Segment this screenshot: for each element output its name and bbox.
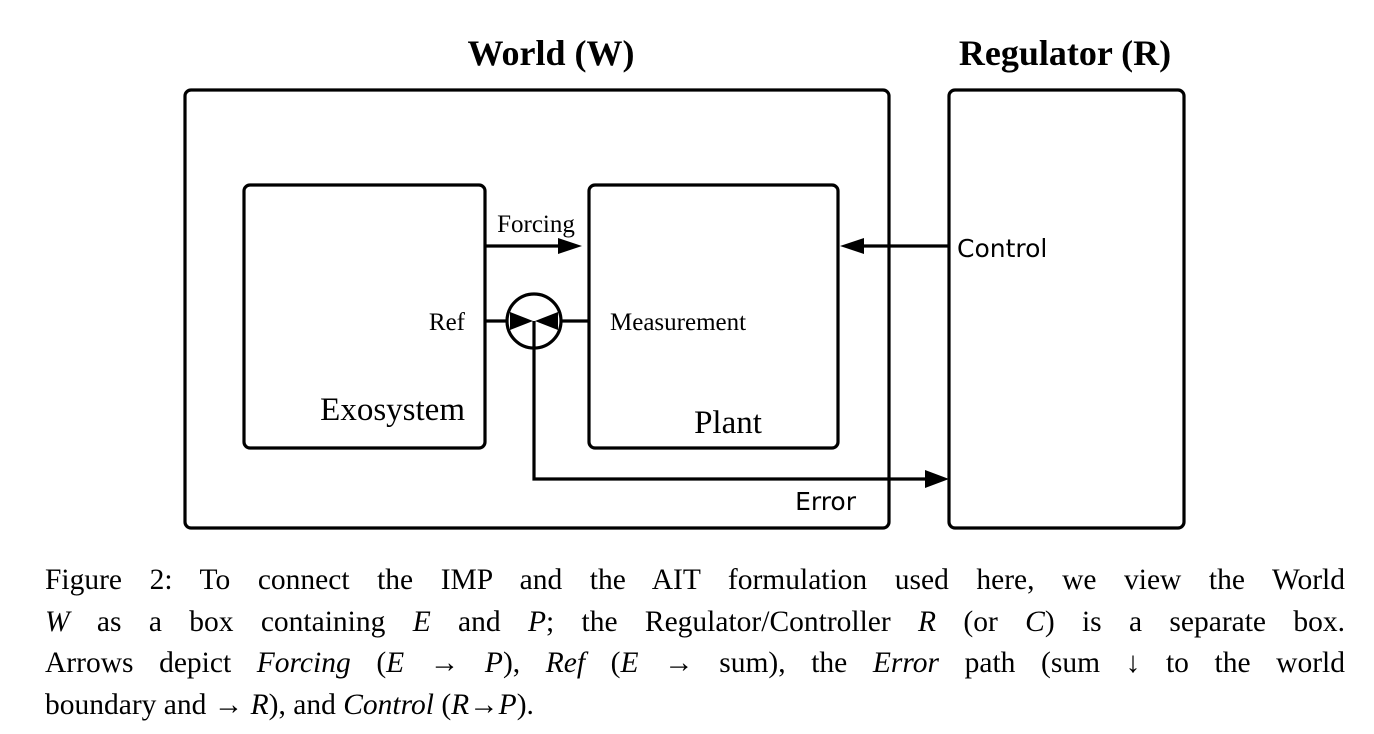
caption-text: ).: [516, 688, 534, 721]
caption-math: C: [1025, 605, 1045, 638]
caption-math: Forcing: [256, 647, 351, 679]
figure-caption: Figure 2: To connect the IMP and the AIT…: [45, 560, 1345, 726]
caption-math: Error: [872, 647, 940, 679]
caption-math: P: [498, 688, 517, 721]
plant-label: Plant: [694, 405, 762, 441]
ref-label: Ref: [429, 309, 466, 336]
caption-math: E: [412, 605, 431, 638]
caption-text: (: [350, 647, 387, 679]
world-title: World (W): [468, 33, 635, 73]
caption-math: Control: [343, 688, 434, 721]
caption-line: W as a box containing E and P; the Regul…: [45, 602, 1345, 644]
ref-arrow: [486, 312, 533, 330]
caption-text: → sum), the: [638, 647, 873, 679]
caption-line: Arrows depict Forcing (E → P), Ref (E → …: [45, 643, 1345, 685]
error-arrow: [532, 321, 949, 488]
caption-math: R: [250, 688, 269, 721]
plant-box: [587, 183, 840, 450]
caption-text: →: [469, 688, 499, 721]
caption-text: as a box containing: [69, 605, 413, 638]
caption-math: P: [484, 647, 503, 679]
caption-text: ; the Regulator/Controller: [546, 605, 919, 638]
caption-line: boundary and → R), and Control (R→P).: [45, 685, 1345, 727]
caption-text: and: [430, 605, 528, 638]
caption-math: P: [527, 605, 547, 638]
caption-line: Figure 2: To connect the IMP and the AIT…: [45, 560, 1345, 602]
caption-text: ), and: [268, 688, 344, 721]
world-box: [183, 88, 891, 530]
control-loop-diagram: World (W) Regulator (R) Forcing Control …: [183, 33, 1186, 530]
caption-text: Figure 2: To connect the IMP and the AIT…: [45, 564, 1345, 596]
caption-math: E: [620, 647, 639, 679]
caption-text: boundary and →: [45, 688, 251, 721]
measurement-label: Measurement: [610, 309, 746, 336]
caption-text: →: [404, 647, 485, 679]
exosystem-label: Exosystem: [320, 392, 465, 428]
exosystem-box: [242, 183, 487, 450]
caption-math: Ref: [545, 647, 586, 679]
regulator-title: Regulator (R): [959, 33, 1171, 73]
caption-text: (or: [936, 605, 1026, 638]
control-arrow: [840, 238, 949, 254]
forcing-arrow: [486, 238, 582, 254]
error-label: Error: [795, 487, 857, 516]
regulator-box: [947, 88, 1186, 530]
caption-math: E: [386, 647, 405, 679]
caption-text: path (sum ↓ to the world: [939, 647, 1345, 679]
caption-math: R: [918, 605, 937, 638]
caption-text: (: [585, 647, 621, 679]
caption-text: Arrows depict: [45, 647, 257, 679]
caption-text: (: [433, 688, 452, 721]
measurement-arrow: [535, 312, 589, 330]
control-label: Control: [957, 234, 1047, 263]
caption-text: ) is a separate box.: [1044, 605, 1345, 638]
caption-math: R: [451, 688, 470, 721]
forcing-label: Forcing: [497, 211, 575, 238]
caption-math: W: [45, 605, 70, 638]
caption-text: ),: [502, 647, 546, 679]
